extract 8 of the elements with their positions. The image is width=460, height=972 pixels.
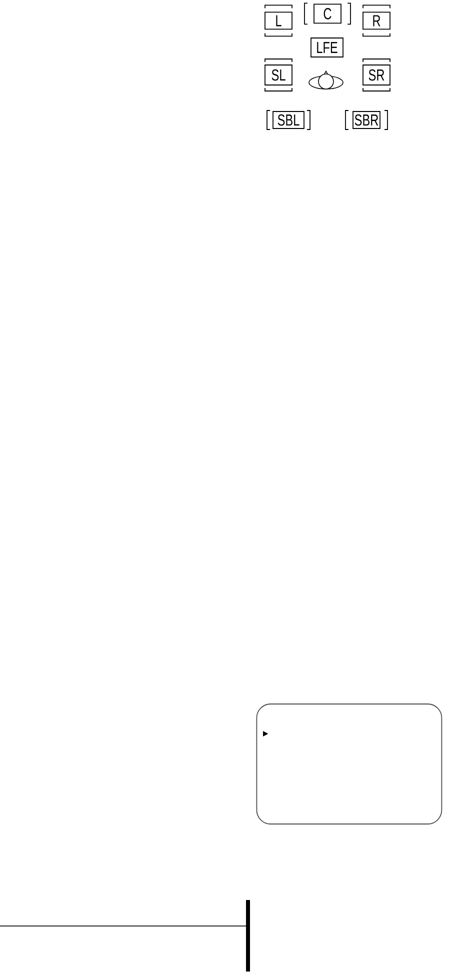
speaker-box: SR	[362, 58, 390, 92]
speaker-box: SBR	[345, 110, 388, 130]
speaker-box: SL	[264, 58, 292, 92]
speaker-box: R	[362, 4, 390, 37]
speaker-box: L	[264, 4, 292, 37]
speaker-box: LFE	[310, 38, 344, 58]
speaker-box: C	[304, 2, 351, 25]
speaker-box: SBL	[266, 110, 310, 130]
